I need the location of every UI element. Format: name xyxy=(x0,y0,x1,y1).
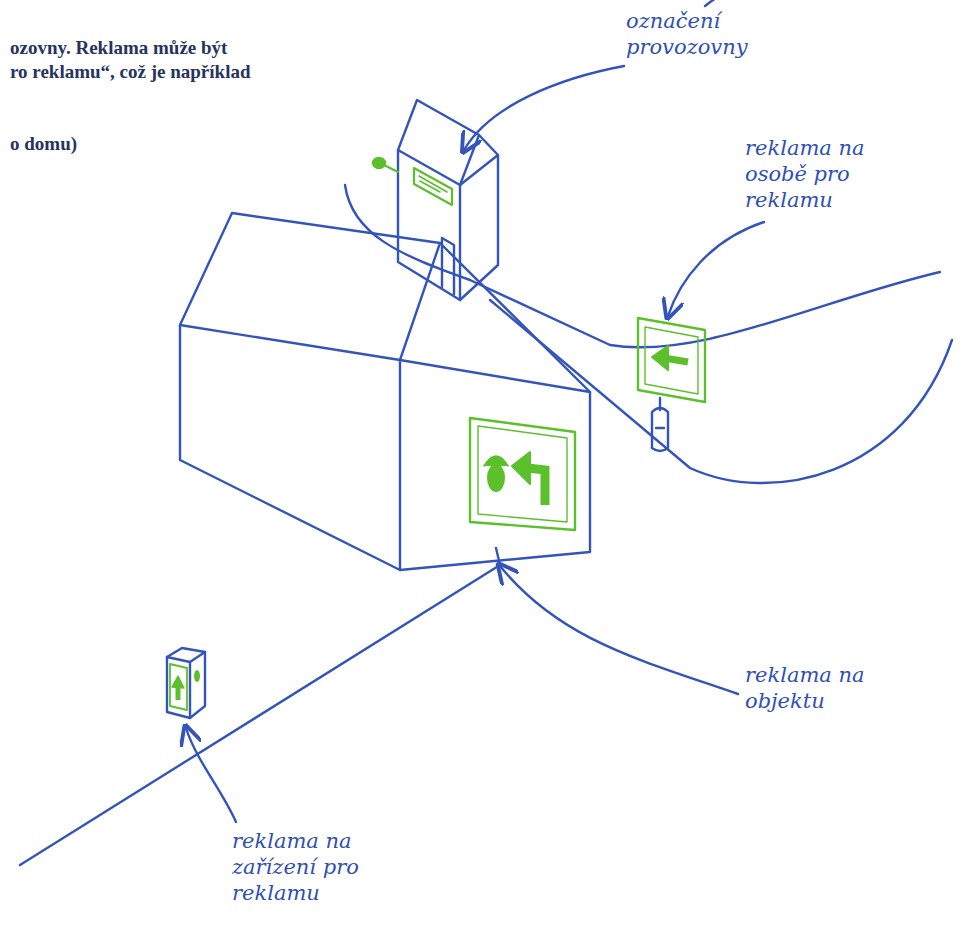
pen-tick xyxy=(705,0,716,6)
handwritten-note: reklama na osobě pro reklamu xyxy=(745,135,905,213)
handwritten-note: reklama na zařízení pro reklamu xyxy=(232,828,437,906)
leader-arrow xyxy=(464,66,624,150)
handwritten-note: reklama na objektu xyxy=(745,662,885,714)
building xyxy=(180,213,590,570)
road-edge xyxy=(490,300,952,483)
leader-arrow xyxy=(668,222,764,316)
body-text: ozovny. Reklama může být xyxy=(10,36,227,60)
road-edge xyxy=(345,185,940,347)
handwritten-note: označení provozovny xyxy=(626,8,776,60)
ad-kiosk xyxy=(167,648,205,718)
carried-sign xyxy=(638,318,705,402)
building-sign xyxy=(470,418,575,530)
body-text: ro reklamu“, což je například xyxy=(10,60,251,84)
leader-arrow xyxy=(500,566,738,694)
sign-person xyxy=(652,398,668,451)
kiosk-sign xyxy=(170,664,200,710)
body-text: o domu) xyxy=(10,132,77,156)
shop-house xyxy=(398,100,498,300)
leader-arrow xyxy=(186,728,236,822)
shop-sign xyxy=(373,158,452,205)
road-edge xyxy=(20,548,500,865)
